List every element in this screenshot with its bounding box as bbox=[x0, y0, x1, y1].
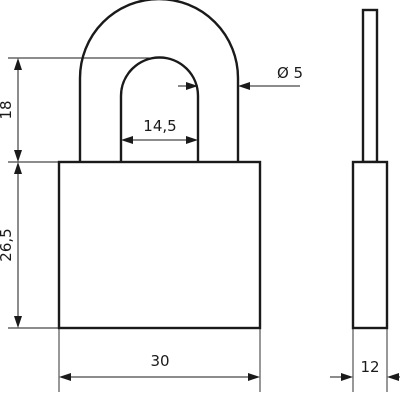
body-thickness-label: 12 bbox=[360, 358, 379, 376]
side-body bbox=[351, 160, 389, 330]
shackle-height-label: 18 bbox=[0, 100, 15, 119]
dimension-body-width: 30 bbox=[59, 352, 260, 381]
side-shackle bbox=[361, 8, 379, 164]
dimension-shackle-inner-width: 14,5 bbox=[121, 117, 198, 144]
lock-body bbox=[57, 160, 262, 330]
dimension-shackle-diameter: Ø 5 bbox=[178, 64, 303, 90]
dimension-shackle-height: 18 bbox=[0, 58, 22, 162]
body-height-label: 26,5 bbox=[0, 228, 15, 261]
shackle-diameter-label: Ø 5 bbox=[277, 64, 303, 82]
extension-lines bbox=[8, 57, 388, 392]
shackle-inner-width-label: 14,5 bbox=[143, 117, 176, 135]
front-view bbox=[57, 0, 262, 330]
dimension-body-thickness: 12 bbox=[330, 358, 400, 381]
dimension-body-height: 26,5 bbox=[0, 162, 22, 328]
body-width-label: 30 bbox=[150, 352, 169, 370]
shackle-outline bbox=[78, 0, 240, 162]
side-view bbox=[351, 8, 389, 330]
